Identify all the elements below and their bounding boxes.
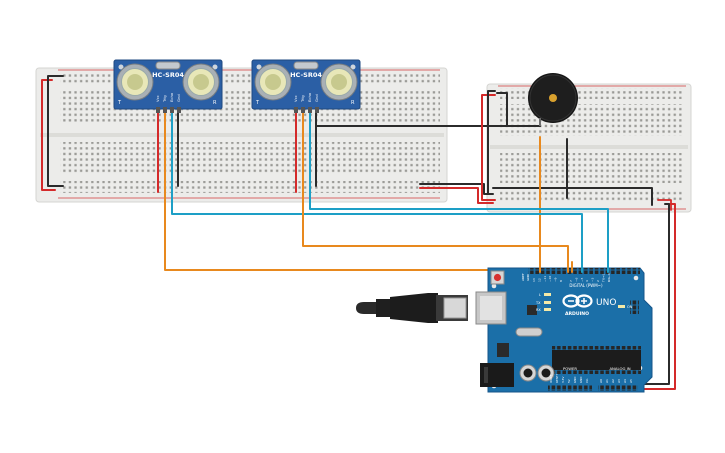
pin-label-5: ~5 bbox=[580, 277, 584, 282]
analog-header bbox=[598, 385, 638, 391]
atmega-chip bbox=[552, 346, 641, 374]
digital-pin-labels: 13 12 ~11 ~10 ~9 8 7 ~6 ~5 4 ~3 2 TX→1 R… bbox=[532, 273, 611, 283]
crystal bbox=[293, 61, 319, 70]
wire-blue-sensor2-echo bbox=[309, 111, 609, 271]
pin-label-echo: Echo bbox=[169, 92, 174, 102]
pin-label-trig: Trig bbox=[162, 95, 167, 103]
pin-label-4: 4 bbox=[585, 280, 589, 282]
aref-label: AREF bbox=[521, 273, 525, 281]
pin-label-a1: A1 bbox=[605, 379, 609, 383]
wire-black-small-loop bbox=[487, 90, 496, 195]
pin-label-vcc: Vcc bbox=[155, 95, 160, 102]
pin-label-a5: A5 bbox=[629, 379, 633, 383]
pin-label-6: ~6 bbox=[574, 277, 578, 282]
wire-ends bbox=[539, 261, 609, 273]
sensor-corner-r: R bbox=[213, 100, 217, 106]
sensor-corner-t: T bbox=[117, 100, 122, 106]
analog-label: ANALOG IN bbox=[609, 366, 630, 371]
transducer-left bbox=[254, 63, 292, 101]
pin-label-vcc: Vcc bbox=[293, 95, 298, 102]
ultrasonic-sensor-2: HC-SR04 T R Vcc Trig Echo Gnd bbox=[251, 59, 361, 113]
pin-label-9: ~9 bbox=[554, 277, 558, 282]
wire-red-rail-bridge bbox=[419, 187, 494, 204]
digital-label: DIGITAL (PWM~) bbox=[569, 283, 603, 288]
sensor-corner-r: R bbox=[351, 100, 355, 106]
wire-blue-sensor1-echo bbox=[171, 111, 583, 271]
pin-label-11: ~11 bbox=[543, 276, 547, 282]
ultrasonic-sensor-1: HC-SR04 T R Vcc Trig Echo Gnd bbox=[113, 59, 223, 113]
sensor-pin-headers bbox=[294, 107, 319, 113]
arduino-model: UNO bbox=[596, 298, 616, 308]
piezo-buzzer bbox=[528, 73, 578, 126]
pin-label-gnd1: GND bbox=[573, 377, 577, 383]
wire-orange-sensor2-trig bbox=[302, 111, 569, 271]
pin-label-a3: A3 bbox=[617, 379, 621, 383]
digital-header bbox=[528, 268, 640, 274]
wire-red-rail-end bbox=[657, 199, 672, 211]
pin-label-3v3: 3.3V bbox=[561, 377, 565, 383]
usb-cable bbox=[356, 293, 468, 323]
power-pin-labels: IOREF RESET 3.3V 5V GND GND Vin bbox=[549, 374, 589, 383]
sensor-label: HC-SR04 bbox=[152, 71, 184, 79]
pin-label-10: ~10 bbox=[548, 276, 552, 282]
pin-label-a0: A0 bbox=[599, 379, 603, 383]
transducer-right bbox=[182, 63, 220, 101]
arduino-logo-text: ARDUINO bbox=[565, 311, 589, 317]
pin-label-ioref: IOREF bbox=[549, 374, 553, 383]
breadboard-small bbox=[486, 83, 692, 213]
pin-label-5v: 5V bbox=[567, 379, 571, 383]
pin-label-gnd: Gnd bbox=[176, 94, 181, 102]
pin-label-echo: Echo bbox=[307, 92, 312, 102]
gnd-label: GND bbox=[526, 273, 530, 281]
pin-label-3: ~3 bbox=[591, 277, 595, 282]
on-led-label: ON bbox=[627, 305, 633, 309]
pin-label-1: TX→1 bbox=[601, 274, 605, 283]
transducer-right bbox=[320, 63, 358, 101]
sensor-label: HC-SR04 bbox=[290, 71, 322, 79]
pin-label-vin: Vin bbox=[585, 378, 589, 383]
wires bbox=[41, 75, 676, 390]
tx-led-label: TX bbox=[535, 301, 541, 305]
rx-led-label: RX bbox=[536, 308, 541, 312]
wire-orange-sensor1-trig bbox=[164, 111, 573, 271]
pin-label-8: 8 bbox=[559, 280, 563, 282]
wire-black-small-bottom bbox=[492, 187, 653, 206]
arduino-uno: UNO ARDUINO DIGITAL (PWM~) AREF GND L TX… bbox=[475, 267, 653, 393]
transducer-left bbox=[116, 63, 154, 101]
wire-red-arduino-5v bbox=[619, 203, 676, 390]
pin-label-trig: Trig bbox=[300, 95, 305, 103]
breadboard-main bbox=[35, 67, 448, 203]
sensor-pin-headers bbox=[156, 107, 181, 113]
l-led-label: L bbox=[539, 293, 541, 297]
wire-black-buzzer-gnd bbox=[496, 92, 541, 127]
pin-label-gnd2: GND bbox=[579, 377, 583, 383]
power-header bbox=[548, 385, 592, 391]
pin-label-0: RX←0 bbox=[607, 273, 611, 282]
pin-label-7: 7 bbox=[569, 280, 573, 282]
power-label: POWER bbox=[563, 366, 577, 371]
crystal bbox=[155, 61, 181, 70]
sensor-corner-t: T bbox=[255, 100, 260, 106]
pin-label-13: 13 bbox=[532, 278, 536, 282]
analog-pin-labels: A0 A1 A2 A3 A4 A5 bbox=[599, 379, 633, 383]
arduino-logo-icon bbox=[562, 294, 593, 308]
pin-label-gnd: Gnd bbox=[314, 94, 319, 102]
pin-label-12: 12 bbox=[537, 278, 541, 282]
wire-black-left-rail bbox=[47, 75, 64, 187]
pin-label-a4: A4 bbox=[623, 379, 627, 383]
pin-label-a2: A2 bbox=[611, 379, 615, 383]
pin-label-reset: RESET bbox=[555, 374, 559, 383]
pin-label-2: 2 bbox=[596, 280, 600, 282]
